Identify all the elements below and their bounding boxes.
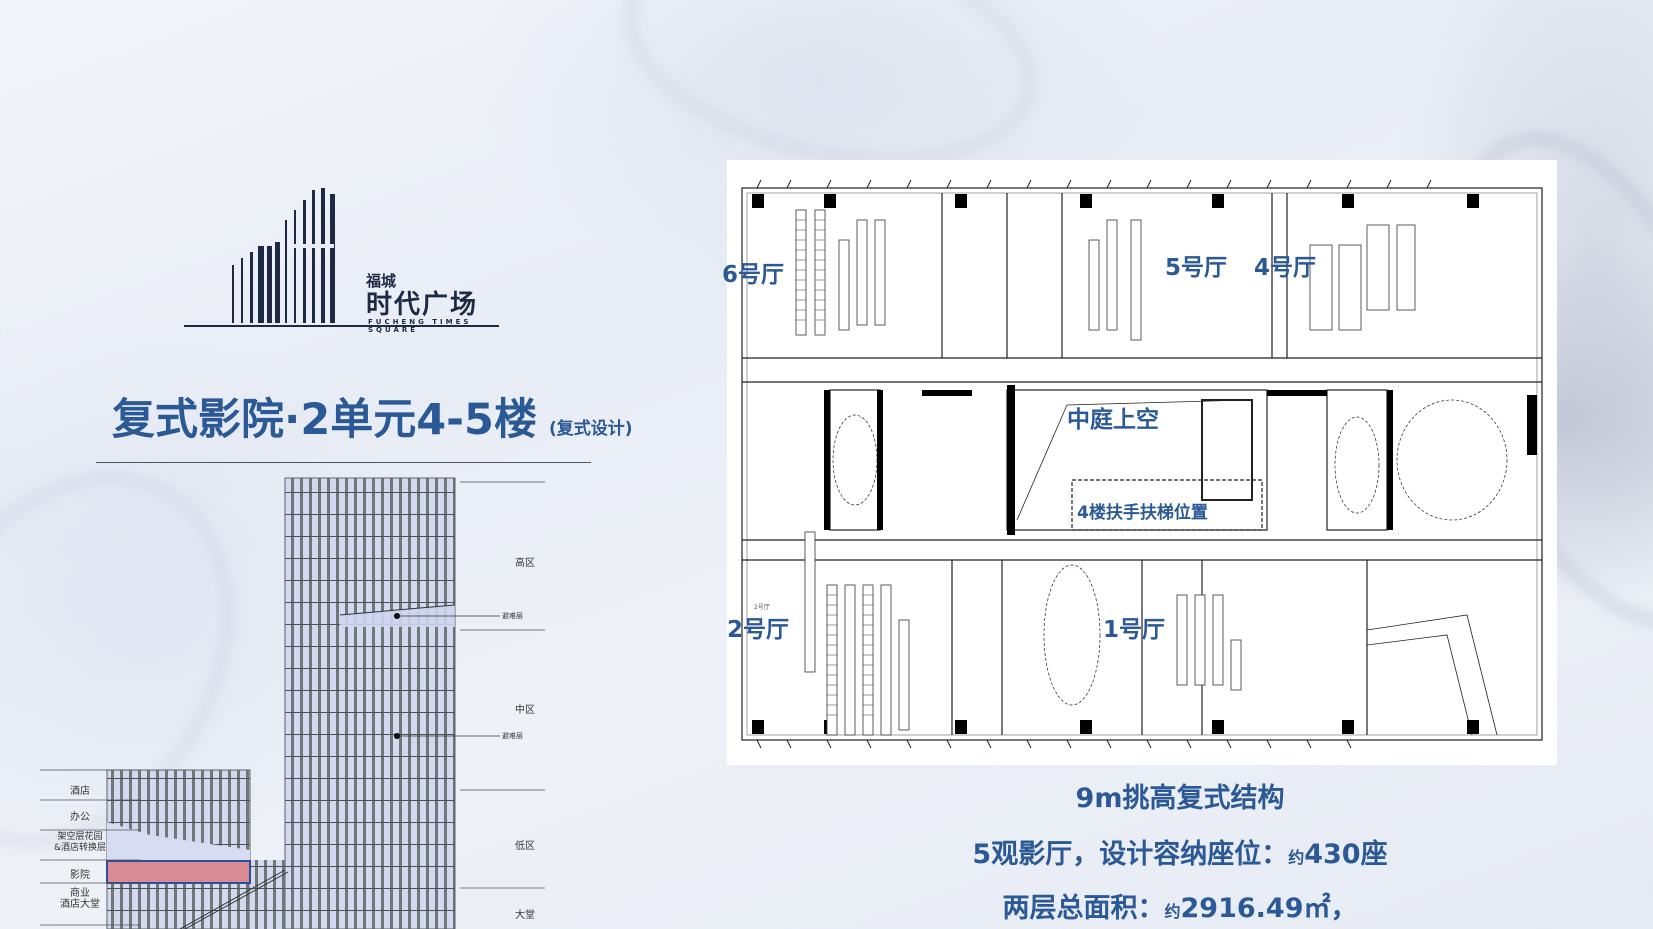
hall-4-label: 4号厅 — [1254, 255, 1317, 281]
building-elevation-diagram: 酒店 办公 架空层花园 &酒店转换层 影院 商业 酒店大堂 高区 避难层 中区 … — [30, 470, 590, 929]
logo-underline — [184, 325, 499, 327]
spec-seats-prefix: 5观影厅，设计容纳座位： — [972, 839, 1289, 870]
hall-5-label: 5号厅 — [1165, 255, 1228, 281]
elevation-label-refuge-1: 避难层 — [502, 612, 523, 620]
escalator-label: 4楼扶手扶梯位置 — [1077, 503, 1208, 523]
elevation-label-low-zone: 低区 — [515, 841, 535, 852]
elevation-label-office: 办公 — [70, 812, 90, 823]
elevation-drawing — [40, 477, 545, 929]
page-title: 复式影院·2单元4-5楼 (复式设计) — [112, 385, 633, 447]
elevation-label-cinema: 影院 — [70, 870, 90, 881]
spec-area-prefix: 两层总面积： — [1002, 893, 1165, 924]
spec-area: 两层总面积：约2916.49㎡， — [900, 886, 1460, 925]
spec-seats-approx: 约 — [1288, 848, 1305, 867]
elevation-label-mid-zone: 中区 — [515, 705, 535, 716]
elevation-label-hotel: 酒店 — [70, 786, 90, 797]
elevation-label-garden: 架空层花园 — [57, 832, 103, 842]
brand-logo: 福城 时代广场 FUCHENG TIMES SQUARE — [184, 180, 504, 334]
spec-structure: 9m挑高复式结构 — [1075, 783, 1285, 814]
building-skyline-icon — [232, 188, 335, 323]
hall-6-label: 6号厅 — [722, 262, 785, 288]
brand-main-text: 时代广场 — [366, 290, 479, 320]
floor-plan-drawing — [741, 179, 1543, 749]
title-main: 复式影院·2单元4-5楼 — [112, 395, 537, 445]
spec-area-approx: 约 — [1164, 902, 1181, 921]
hall-1-label: 1号厅 — [1103, 617, 1166, 643]
title-sub: (复式设计) — [548, 419, 633, 439]
elevation-label-high-zone: 高区 — [515, 558, 535, 569]
cinema-floor-plan: 6号厅 5号厅 4号厅 中庭上空 4楼扶手扶梯位置 2号厅 2号厅 1号厅 — [722, 160, 1557, 765]
spec-area-value: 2916.49㎡， — [1180, 893, 1358, 924]
elevation-label-refuge-2: 避难层 — [502, 732, 523, 740]
brand-english-text: FUCHENG TIMES SQUARE — [368, 318, 472, 334]
spec-seats: 5观影厅，设计容纳座位：约430座 — [900, 832, 1460, 871]
atrium-label: 中庭上空 — [1067, 407, 1159, 433]
hall-2-label: 2号厅 — [727, 617, 790, 643]
elevation-label-lobby: 大堂 — [515, 910, 535, 921]
elevation-label-transfer: &酒店转换层 — [53, 843, 107, 853]
elevation-label-hotel-lobby: 酒店大堂 — [60, 899, 100, 910]
spec-seats-value: 430座 — [1304, 839, 1388, 870]
elevation-label-commercial: 商业 — [70, 888, 90, 899]
hall-2-small-label: 2号厅 — [754, 604, 770, 611]
brand-small-text: 福城 — [366, 272, 397, 290]
title-divider — [96, 462, 591, 463]
